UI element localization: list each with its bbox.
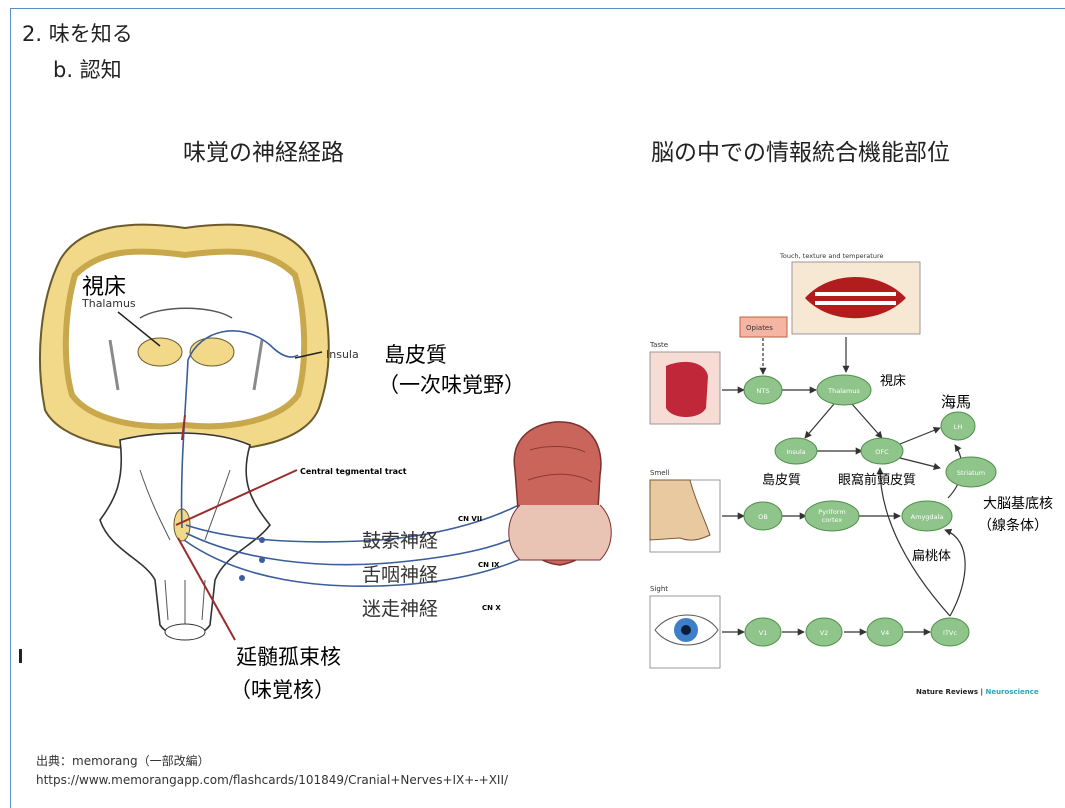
nts-label-jp-sub: （味覚核） — [230, 678, 335, 702]
jp-hippocampus: 海馬 — [941, 393, 971, 411]
node-ofc: OFC — [875, 448, 889, 456]
cn10-label: CN X — [482, 604, 501, 612]
node-nts: NTS — [757, 387, 770, 395]
opiates-label: Opiates — [746, 324, 773, 332]
taste-label: Taste — [649, 341, 668, 349]
source-citation: 出典：memorang（一部改編） — [36, 752, 210, 769]
node-v2: V2 — [820, 629, 829, 637]
nts-label-jp: 延髄孤束核 — [236, 645, 341, 669]
cn7-label: CN VII — [458, 515, 482, 523]
credit-journal: Nature Reviews | Neuroscience — [916, 688, 1039, 697]
node-lh: LH — [954, 423, 963, 431]
jp-amygdala: 扁桃体 — [912, 549, 951, 564]
node-v1: V1 — [759, 629, 768, 637]
node-piriform-1: Pyriform — [818, 508, 845, 516]
insula-label-jp: 島皮質 — [384, 343, 447, 367]
node-amygdala: Amygdala — [911, 513, 944, 521]
jp-striatum: （線条体） — [978, 517, 1048, 534]
node-v4: V4 — [881, 629, 890, 637]
node-thalamus: Thalamus — [827, 387, 860, 395]
node-group — [744, 375, 996, 646]
jp-insula: 島皮質 — [762, 473, 801, 488]
node-insula: Insula — [786, 448, 805, 456]
ctt-label: Central tegmental tract — [300, 467, 407, 476]
touch-label: Touch, texture and temperature — [779, 252, 883, 260]
brainstem — [100, 433, 270, 640]
tongue-illustration — [509, 422, 612, 565]
vagus-label: 迷走神経 — [362, 598, 438, 620]
node-itvc: ITVc — [943, 629, 957, 637]
insula-label-en: Insula — [326, 348, 359, 361]
integration-diagram — [650, 262, 996, 668]
chorda-tympani-label: 鼓索神経 — [362, 530, 438, 552]
jp-thalamus: 視床 — [880, 374, 906, 389]
cn9-label: CN IX — [478, 561, 500, 569]
source-url[interactable]: https://www.memorangapp.com/flashcards/1… — [36, 773, 508, 787]
jp-ofc: 眼窩前頭皮質 — [838, 472, 916, 488]
insula-label-jp-sub: （一次味覚野） — [378, 373, 525, 397]
smell-label: Smell — [650, 469, 670, 477]
node-piriform-2: cortex — [822, 516, 843, 524]
jp-basal-ganglia: 大脳基底核 — [983, 495, 1053, 512]
node-ob: OB — [758, 513, 768, 521]
sight-label: Sight — [650, 585, 668, 593]
thalamus-label-en: Thalamus — [81, 297, 136, 310]
glossopharyngeal-label: 舌咽神経 — [362, 564, 438, 586]
node-striatum: Striatum — [957, 469, 985, 477]
